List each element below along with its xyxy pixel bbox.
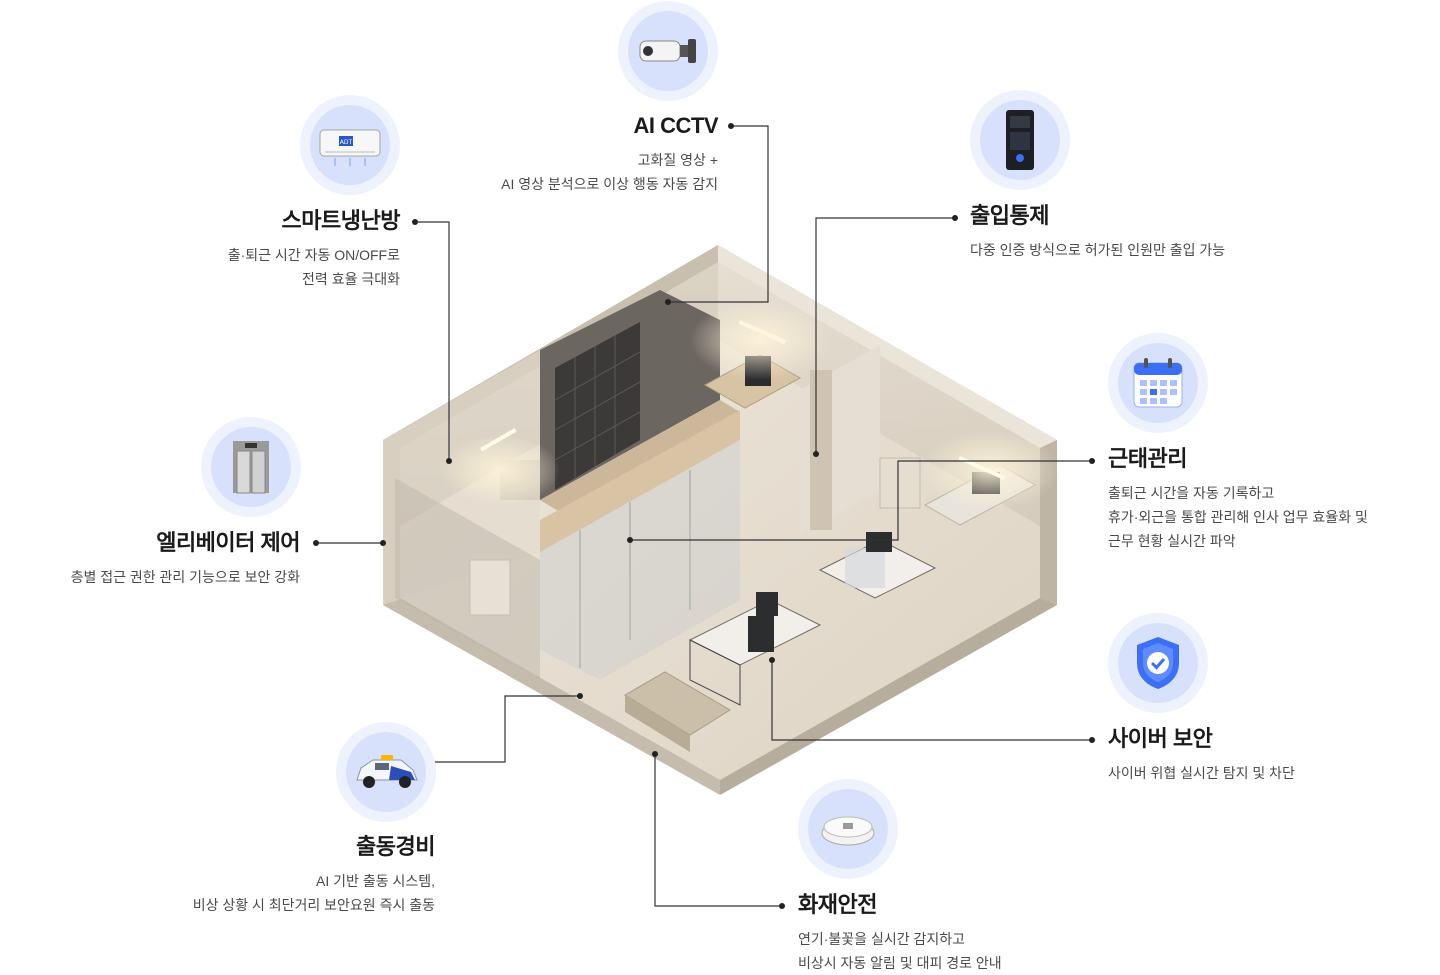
line-hvac — [415, 221, 450, 461]
feature-title: 스마트냉난방 — [281, 208, 401, 233]
desc-line: 비상 상황 시 최단거리 보안요원 즉시 출동 — [192, 897, 435, 913]
desc-line: 출·퇴근 시간 자동 ON/OFF로 — [227, 247, 400, 263]
outer-wall-left — [383, 245, 718, 605]
access-icon-badge — [970, 90, 1070, 190]
calendar-icon — [1133, 358, 1183, 408]
line-attendance — [630, 460, 1092, 541]
desc-line: 층별 접근 권한 관리 기능으로 보안 강화 — [70, 569, 300, 585]
feature-title: AI CCTV — [633, 113, 719, 138]
feature-dispatch: 출동경비 AI 기반 출동 시스템, 비상 상황 시 최단거리 보안요원 즉시 … — [150, 833, 436, 917]
feature-cyber: 사이버 보안 사이버 위협 실시간 탐지 및 차단 — [1108, 725, 1408, 785]
feature-desc: 연기·불꽃을 실시간 감지하고 비상시 자동 알림 및 대피 경로 안내 — [798, 927, 1098, 975]
cctv-camera-icon — [639, 39, 696, 63]
dispatch-icon-badge — [336, 722, 436, 822]
feature-title: 화재안전 — [798, 892, 877, 917]
desc-line: 전력 효율 극대화 — [302, 271, 400, 287]
smoke-detector-icon — [821, 816, 875, 846]
desc-line: 근무 현황 실시간 파악 — [1108, 533, 1236, 549]
line-fire — [654, 754, 782, 907]
feature-access: 출입통제 다중 인증 방식으로 허가된 인원만 출입 가능 — [970, 202, 1270, 262]
feature-fire: 화재안전 연기·불꽃을 실시간 감지하고 비상시 자동 알림 및 대피 경로 안… — [798, 891, 1098, 975]
meeting-room-glass — [395, 478, 540, 680]
patrol-car-icon — [356, 755, 418, 788]
feature-desc: 층별 접근 권한 관리 기능으로 보안 강화 — [40, 565, 300, 589]
feature-title: 사이버 보안 — [1108, 726, 1213, 751]
desc-line: 고화질 영상 + — [637, 152, 718, 168]
access-terminal-icon — [1006, 110, 1034, 170]
feature-desc: 사이버 위협 실시간 탐지 및 차단 — [1108, 761, 1408, 785]
desc-line: 사이버 위협 실시간 탐지 및 차단 — [1108, 765, 1295, 781]
outer-wall-right — [718, 245, 1057, 448]
feature-hvac: 스마트냉난방 출·퇴근 시간 자동 ON/OFF로 전력 효율 극대화 — [180, 207, 401, 291]
desc-line: 휴가·외근을 통합 관리해 인사 업무 효율화 및 — [1108, 509, 1368, 525]
desc-line: 다중 인증 방식으로 허가된 인원만 출입 가능 — [970, 242, 1226, 258]
svg-text:ADT: ADT — [340, 139, 353, 146]
desc-line: AI 기반 출동 시스템, — [316, 873, 435, 889]
desc-line: 출퇴근 시간을 자동 기록하고 — [1108, 485, 1275, 501]
hvac-icon-badge: ADT — [300, 95, 400, 195]
feature-desc: 고화질 영상 + AI 영상 분석으로 이상 행동 자동 감지 — [470, 148, 718, 196]
cyber-icon-badge — [1108, 613, 1208, 713]
glass-partition-beam — [540, 410, 740, 552]
air-conditioner-icon: ADT — [319, 129, 381, 166]
feature-title: 출동경비 — [356, 834, 435, 859]
feature-desc: 출퇴근 시간을 자동 기록하고 휴가·외근을 통합 관리해 인사 업무 효율화 … — [1108, 481, 1408, 553]
desc-line: AI 영상 분석으로 이상 행동 자동 감지 — [501, 176, 718, 192]
desc-line: 비상시 자동 알림 및 대피 경로 안내 — [798, 955, 1002, 971]
feature-desc: 다중 인증 방식으로 허가된 인원만 출입 가능 — [970, 238, 1270, 262]
line-access — [815, 217, 955, 454]
desc-line: 연기·불꽃을 실시간 감지하고 — [798, 931, 966, 947]
attendance-icon-badge — [1108, 333, 1208, 433]
elevator-icon — [233, 441, 269, 494]
line-cctv — [668, 125, 769, 303]
feature-desc: 출·퇴근 시간 자동 ON/OFF로 전력 효율 극대화 — [180, 243, 400, 291]
feature-attendance: 근태관리 출퇴근 시간을 자동 기록하고 휴가·외근을 통합 관리해 인사 업무… — [1108, 445, 1408, 553]
elevator-icon-badge — [201, 417, 301, 517]
cctv-icon-badge — [618, 1, 718, 101]
feature-title: 출입통제 — [970, 203, 1049, 228]
shield-check-icon — [1137, 637, 1179, 689]
feature-cctv: AI CCTV 고화질 영상 + AI 영상 분석으로 이상 행동 자동 감지 — [470, 112, 718, 196]
feature-desc: AI 기반 출동 시스템, 비상 상황 시 최단거리 보안요원 즉시 출동 — [150, 869, 435, 917]
fire-icon-badge — [798, 779, 898, 879]
line-cyber — [771, 660, 1092, 741]
feature-title: 근태관리 — [1108, 446, 1187, 471]
line-dispatch — [425, 695, 580, 763]
feature-title: 엘리베이터 제어 — [156, 530, 300, 555]
feature-elevator: 엘리베이터 제어 층별 접근 권한 관리 기능으로 보안 강화 — [40, 529, 301, 589]
